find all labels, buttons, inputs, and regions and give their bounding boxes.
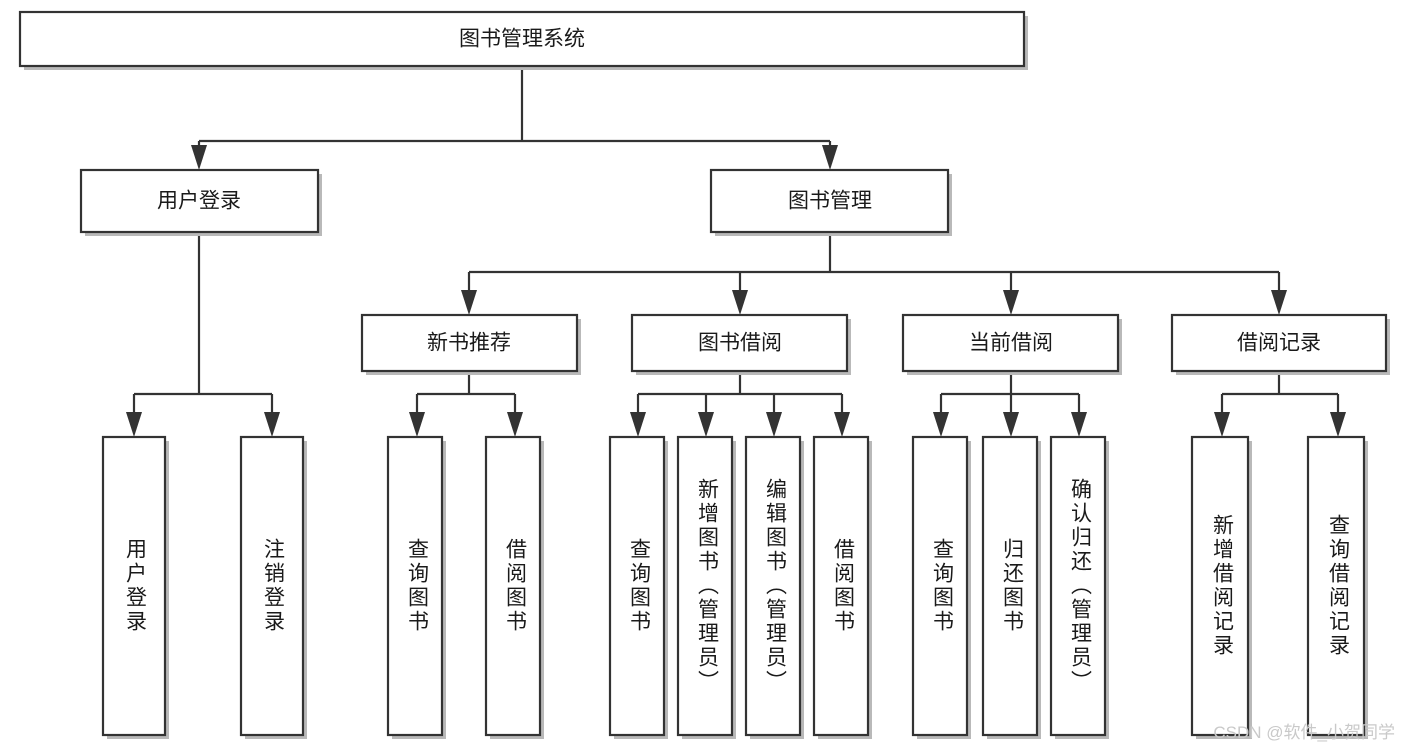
node-user-login-box bbox=[79, 168, 320, 234]
arrow-to-book-borrow bbox=[732, 290, 748, 315]
node-root[interactable]: 图书管理系统 bbox=[18, 10, 1028, 70]
arrow-to-leaf-query-book-1 bbox=[409, 412, 425, 437]
arrow-to-leaf-logout bbox=[264, 412, 280, 437]
arrow-to-leaf-return-book bbox=[1003, 412, 1019, 437]
node-book-management-box bbox=[709, 168, 950, 234]
arrow-to-leaf-query-book-2 bbox=[630, 412, 646, 437]
arrow-to-leaf-borrow-book-2 bbox=[834, 412, 850, 437]
node-borrow-record-label: 借阅记录 bbox=[1237, 332, 1321, 355]
node-leaf-query-book-3[interactable]: 查询图书 bbox=[911, 435, 971, 739]
node-leaf-borrow-book-2-label: 借阅图书 bbox=[831, 538, 855, 634]
node-leaf-borrow-book-1[interactable]: 借阅图书 bbox=[484, 435, 544, 739]
node-leaf-user-login-box bbox=[101, 435, 167, 737]
arrow-to-leaf-edit-book bbox=[766, 412, 782, 437]
node-new-book-recommend-box bbox=[360, 313, 579, 373]
node-leaf-borrow-book-1-label: 借阅图书 bbox=[503, 538, 527, 634]
node-root-box bbox=[18, 10, 1026, 68]
arrow-to-current-borrow bbox=[1003, 290, 1019, 315]
node-leaf-confirm-return-box bbox=[1049, 435, 1107, 737]
node-leaf-query-book-2-box bbox=[608, 435, 666, 737]
node-leaf-query-record-box bbox=[1306, 435, 1366, 737]
node-leaf-edit-book-box bbox=[744, 435, 802, 737]
arrow-to-leaf-query-book-3 bbox=[933, 412, 949, 437]
connectors-layer bbox=[126, 66, 1346, 437]
arrow-to-leaf-query-record bbox=[1330, 412, 1346, 437]
arrow-to-leaf-add-book bbox=[698, 412, 714, 437]
node-leaf-confirm-return-label: 确认归还（管理员） bbox=[1068, 478, 1092, 694]
node-leaf-edit-book[interactable]: 编辑图书（管理员） bbox=[744, 435, 804, 739]
connector-bookborrow-to-leaves bbox=[636, 375, 844, 422]
node-leaf-add-record-box bbox=[1190, 435, 1250, 737]
node-current-borrow-box bbox=[901, 313, 1120, 373]
node-borrow-record[interactable]: 借阅记录 bbox=[1170, 313, 1390, 375]
node-leaf-add-record-label: 新增借阅记录 bbox=[1210, 514, 1234, 658]
node-leaf-borrow-book-1-box bbox=[484, 435, 542, 737]
connector-currentborrow-to-leaves bbox=[939, 375, 1081, 422]
node-leaf-return-book-box bbox=[981, 435, 1039, 737]
node-leaf-user-login[interactable]: 用户登录 bbox=[101, 435, 169, 739]
node-borrow-record-box bbox=[1170, 313, 1388, 373]
node-book-borrow-box bbox=[630, 313, 849, 373]
node-book-management-label: 图书管理 bbox=[788, 190, 872, 213]
node-leaf-query-record-label: 查询借阅记录 bbox=[1326, 514, 1350, 658]
node-leaf-borrow-book-2-box bbox=[812, 435, 870, 737]
node-leaf-add-book-label: 新增图书（管理员） bbox=[695, 478, 719, 694]
node-leaf-add-book[interactable]: 新增图书（管理员） bbox=[676, 435, 736, 739]
node-leaf-logout-box bbox=[239, 435, 305, 737]
arrow-to-leaf-confirm-return bbox=[1071, 412, 1087, 437]
node-book-management[interactable]: 图书管理 bbox=[709, 168, 952, 236]
node-leaf-query-book-1-label: 查询图书 bbox=[405, 538, 429, 634]
connector-userlogin-to-leaves bbox=[132, 232, 274, 422]
node-leaf-query-book-1[interactable]: 查询图书 bbox=[386, 435, 446, 739]
connector-borrowrecord-to-leaves bbox=[1220, 375, 1340, 422]
arrow-to-new-book-recommend bbox=[461, 290, 477, 315]
node-leaf-borrow-book-2[interactable]: 借阅图书 bbox=[812, 435, 872, 739]
node-user-login[interactable]: 用户登录 bbox=[79, 168, 322, 236]
node-leaf-confirm-return[interactable]: 确认归还（管理员） bbox=[1049, 435, 1109, 739]
node-leaf-edit-book-label: 编辑图书（管理员） bbox=[763, 478, 787, 694]
csdn-watermark: CSDN @软件_小贺同学 bbox=[1213, 723, 1395, 742]
node-leaf-query-book-3-label: 查询图书 bbox=[930, 538, 954, 634]
connector-root-to-level2 bbox=[197, 66, 832, 155]
node-leaf-return-book-label: 归还图书 bbox=[1000, 538, 1024, 634]
arrow-to-book-management bbox=[822, 145, 838, 170]
node-leaf-add-book-box bbox=[676, 435, 734, 737]
node-leaf-logout-label: 注销登录 bbox=[261, 538, 285, 634]
node-leaf-user-login-label: 用户登录 bbox=[123, 538, 147, 634]
node-new-book-recommend[interactable]: 新书推荐 bbox=[360, 313, 581, 375]
node-leaf-query-book-2[interactable]: 查询图书 bbox=[608, 435, 668, 739]
node-new-book-recommend-label: 新书推荐 bbox=[427, 332, 511, 355]
arrow-to-leaf-user-login bbox=[126, 412, 142, 437]
node-leaf-logout[interactable]: 注销登录 bbox=[239, 435, 307, 739]
node-leaf-query-book-2-label: 查询图书 bbox=[627, 538, 651, 634]
arrow-to-user-login bbox=[191, 145, 207, 170]
arrow-to-borrow-record bbox=[1271, 290, 1287, 315]
arrow-to-leaf-borrow-book-1 bbox=[507, 412, 523, 437]
connector-newbook-to-leaves bbox=[415, 375, 517, 422]
node-book-borrow[interactable]: 图书借阅 bbox=[630, 313, 851, 375]
node-current-borrow[interactable]: 当前借阅 bbox=[901, 313, 1122, 375]
node-root-label: 图书管理系统 bbox=[459, 28, 585, 51]
node-current-borrow-label: 当前借阅 bbox=[969, 332, 1053, 355]
node-leaf-query-record[interactable]: 查询借阅记录 bbox=[1306, 435, 1368, 739]
connector-bookmgmt-to-level3 bbox=[467, 232, 1281, 300]
node-leaf-query-book-1-box bbox=[386, 435, 444, 737]
arrow-to-leaf-add-record bbox=[1214, 412, 1230, 437]
node-leaf-return-book[interactable]: 归还图书 bbox=[981, 435, 1041, 739]
node-leaf-query-book-3-box bbox=[911, 435, 969, 737]
node-leaf-add-record[interactable]: 新增借阅记录 bbox=[1190, 435, 1252, 739]
node-book-borrow-label: 图书借阅 bbox=[698, 332, 782, 355]
node-user-login-label: 用户登录 bbox=[157, 190, 241, 213]
